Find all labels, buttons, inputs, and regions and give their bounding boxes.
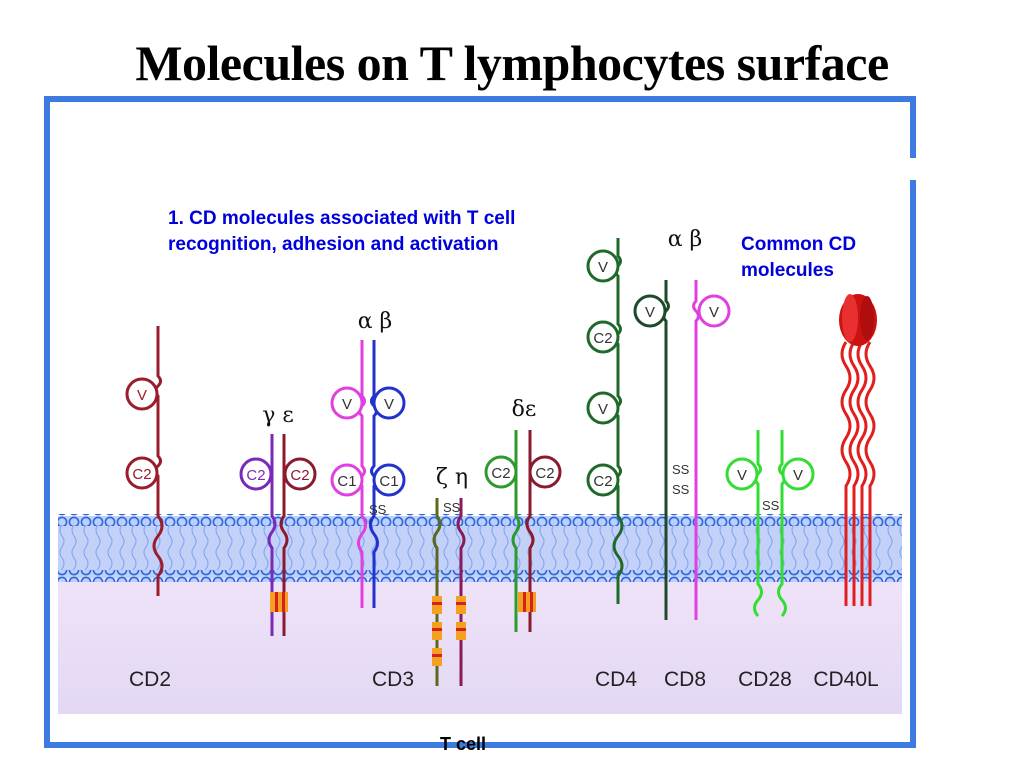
zeta-eta-label: ζ η <box>436 465 468 490</box>
group-label-line2: recognition, adhesion and activation <box>168 234 499 255</box>
cd28-v-left-label: V <box>737 467 747 484</box>
cd40l-molecule <box>839 294 877 606</box>
cd3-gamma-epsilon: C2 C2 γ ε <box>239 403 317 636</box>
common-cd-label: Common CD molecules <box>741 232 856 284</box>
cd2-v-domain <box>125 377 159 411</box>
cd8-molecule: V V SS SS α β <box>633 227 731 620</box>
cd40l-label: CD40L <box>813 668 878 691</box>
cd2-molecule: V C2 <box>125 326 164 596</box>
tcr-beta-c1-label: C1 <box>379 473 398 490</box>
cd8-ss-bond-1: SS <box>672 462 690 477</box>
tcr-beta-v-domain <box>372 386 406 420</box>
cd3-delta-c2-domain <box>484 455 518 489</box>
cd4-molecule: V C2 V C2 <box>586 238 624 604</box>
cd3-delta-c2-label: C2 <box>491 465 510 482</box>
cd3-label: CD3 <box>372 668 414 691</box>
gamma-epsilon-label: γ ε <box>262 403 294 428</box>
tcr-alpha-c1-domain <box>330 463 364 497</box>
cd3-gamma-c2-domain <box>239 457 273 491</box>
slide-title: Molecules on T lymphocytes surface <box>135 35 889 91</box>
cd4-v-domain-2 <box>586 391 620 425</box>
zeta-eta-ss-bond: SS <box>443 500 461 515</box>
cd3-epsilon-c2-domain <box>283 457 317 491</box>
cd8-beta-v-label: V <box>709 304 719 321</box>
tcr-beta-c1-domain <box>372 463 406 497</box>
cd2-c2-label: C2 <box>132 466 151 483</box>
cd2-c2-domain <box>125 456 159 490</box>
common-label-line2: molecules <box>741 260 834 281</box>
diagram-svg: V C2 C2 C2 γ ε V V C1 <box>44 96 916 748</box>
cd3-gamma-c2-label: C2 <box>246 467 265 484</box>
cd28-label: CD28 <box>738 668 792 691</box>
cd4-v-domain-1 <box>586 249 620 283</box>
cd8-beta-v-domain <box>697 294 731 328</box>
group-label: 1. CD molecules associated with T cell r… <box>168 206 515 258</box>
cd28-v-domain-left <box>725 457 759 491</box>
frame-gap <box>908 158 916 180</box>
cd4-c2-domain-2 <box>586 463 620 497</box>
t-cell-diagram: V C2 C2 C2 γ ε V V C1 <box>44 96 916 748</box>
cd28-v-right-label: V <box>793 467 803 484</box>
delta-epsilon-label: δε <box>512 397 537 422</box>
cell-membrane <box>58 514 902 582</box>
cd4-v1-label: V <box>598 259 608 276</box>
cd28-molecule: V V SS <box>725 430 815 617</box>
cd28-v-domain-right <box>781 457 815 491</box>
cd4-v2-label: V <box>598 401 608 418</box>
cd3-zeta-eta: SS ζ η <box>432 465 468 686</box>
cd2-v-label: V <box>137 387 147 404</box>
cd3-epsilon2-c2-domain <box>528 455 562 489</box>
cd4-c2-1-label: C2 <box>593 330 612 347</box>
cd28-ss-bond: SS <box>762 498 780 513</box>
cd2-label: CD2 <box>129 668 171 691</box>
cd8-label: CD8 <box>664 668 706 691</box>
tcr-alpha-v-domain <box>330 386 364 420</box>
tcr-alpha-c1-label: C1 <box>337 473 356 490</box>
tcr-alpha-v-label: V <box>342 396 352 413</box>
t-cell-label: T cell <box>440 734 487 754</box>
cd4-label: CD4 <box>595 668 637 691</box>
cytoplasm <box>58 578 902 714</box>
group-label-line1: 1. CD molecules associated with T cell <box>168 208 516 229</box>
cd4-c2-2-label: C2 <box>593 473 612 490</box>
cd4-c2-domain-1 <box>586 320 620 354</box>
cd3-epsilon-c2-label: C2 <box>290 467 309 484</box>
tcr-alpha-beta-label: α β <box>358 309 393 334</box>
cd8-alpha-beta-label: α β <box>668 227 703 252</box>
tcr-beta-v-label: V <box>384 396 394 413</box>
tcr-ss-bond: SS <box>369 502 387 517</box>
cd3-epsilon2-c2-label: C2 <box>535 465 554 482</box>
cd3-delta-epsilon: C2 C2 δε <box>484 397 562 632</box>
cd8-alpha-v-domain <box>633 294 667 328</box>
cd8-alpha-v-label: V <box>645 304 655 321</box>
cd8-ss-bond-2: SS <box>672 482 690 497</box>
common-label-line1: Common CD <box>741 234 857 255</box>
itam-block <box>270 592 288 612</box>
tcr-alpha-beta: V V C1 C1 SS α β <box>330 309 406 608</box>
